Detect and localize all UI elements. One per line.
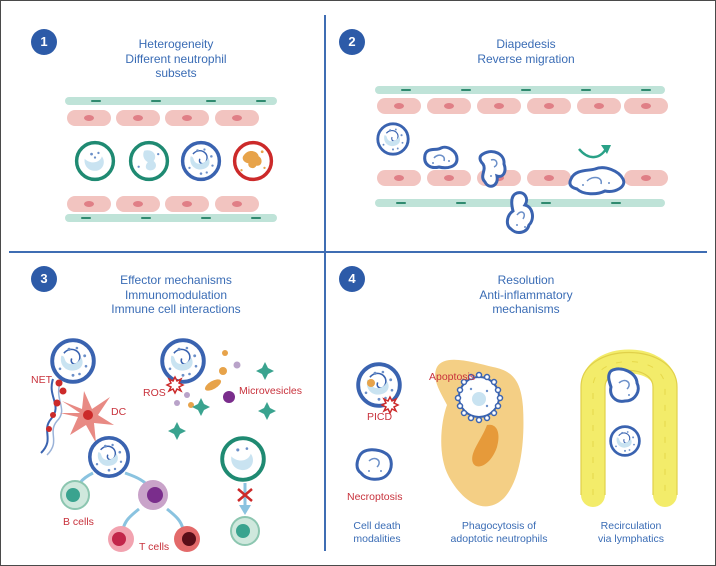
caption-recirculation: Recirculation via lymphatics [581, 520, 681, 546]
panel3-ros-microvesicles [160, 338, 276, 440]
caption-line: modalities [353, 533, 401, 545]
label-necroptosis: Necroptosis [347, 491, 403, 503]
label-t-cells: T cells [139, 541, 170, 553]
panel4-title-line: mechanisms [492, 302, 560, 316]
panel2-vessel [375, 86, 668, 207]
panel3-green-neutrophil [220, 436, 266, 546]
lymphatic-vessel-icon [580, 349, 678, 507]
panel4-title: Resolution Anti-inflammatory mechanisms [441, 273, 611, 317]
panel4-necroptosis [355, 448, 393, 481]
panel4-title-line: Resolution [497, 273, 555, 287]
caption-phagocytosis: Phagocytosis of adoptotic neutrophils [429, 520, 569, 546]
panel1-title-line: subsets [155, 66, 197, 80]
panel1-title-line: Heterogeneity [138, 37, 214, 51]
t-cell-icon [138, 480, 168, 510]
panel3-title-line: Immune cell interactions [111, 302, 241, 316]
label-picd: PICD [367, 411, 393, 423]
panel1-title-line: Different neutrophil [125, 51, 227, 66]
caption-line: Cell death [353, 520, 401, 532]
panel3-net [40, 338, 96, 456]
panel2-migrating-neutrophils [376, 122, 626, 234]
caption-line: adoptotic neutrophils [450, 533, 548, 545]
dendritic-cell-icon [60, 391, 114, 443]
label-net: NET [31, 374, 52, 386]
label-dc: DC [111, 406, 127, 418]
caption-line: Phagocytosis of [461, 520, 537, 532]
panel3-title: Effector mechanisms Immunomodulation Imm… [81, 273, 271, 317]
panel4-number-badge: 4 [339, 266, 365, 292]
caption-cell-death: Cell death modalities [337, 520, 417, 546]
panel1-neutrophil-subsets [74, 140, 274, 182]
panel1-vessel [65, 97, 277, 222]
panel4-picd [356, 362, 402, 415]
panel3-title-line: Immunomodulation [124, 287, 228, 302]
b-cell-icon [60, 480, 90, 510]
label-microvesicles: Microvesicles [239, 385, 303, 397]
panel4-title-line: Anti-inflammatory [479, 287, 573, 302]
panel2-title: Diapedesis Reverse migration [441, 37, 611, 66]
label-b-cells: B cells [63, 516, 94, 528]
caption-line: Recirculation [600, 520, 662, 532]
macrophage-icon [435, 359, 524, 507]
panel1-number-badge: 1 [31, 29, 57, 55]
panel3-title-line: Effector mechanisms [120, 273, 232, 287]
label-ros: ROS [143, 387, 166, 399]
panel2-title-line: Reverse migration [477, 51, 575, 66]
panel1-title: Heterogeneity Different neutrophil subse… [91, 37, 261, 81]
label-apoptosis: Apoptosis [429, 371, 476, 383]
caption-line: via lymphatics [598, 533, 664, 545]
panel3-cell-interactions [60, 435, 200, 552]
panel2-number-badge: 2 [339, 29, 365, 55]
panel2-title-line: Diapedesis [496, 37, 556, 51]
panel3-number-badge: 3 [31, 266, 57, 292]
